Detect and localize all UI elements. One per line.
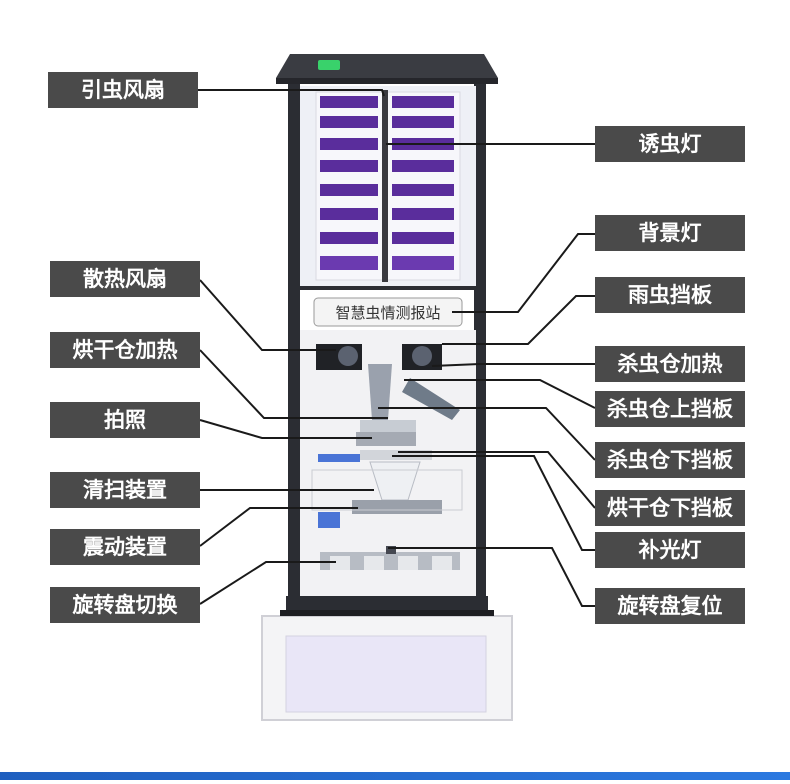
label-kill-chamber-heater: 杀虫仓加热	[595, 346, 745, 382]
base-pedestal	[262, 616, 512, 720]
leader-line-kill-chamber-heater	[432, 364, 595, 366]
lower-chamber	[300, 330, 476, 596]
accent-bar	[0, 772, 790, 780]
label-turntable-reset: 旋转盘复位	[595, 588, 745, 624]
trap-lamp-section	[300, 86, 476, 286]
label-cooling-fan: 散热风扇	[50, 261, 200, 297]
status-led	[318, 60, 340, 70]
kill-chamber-chute	[368, 364, 392, 420]
nameplate: 智慧虫情测报站	[314, 298, 462, 326]
label-cleaning-device: 清扫装置	[50, 472, 200, 508]
lamp-pole	[382, 90, 388, 282]
label-lure-fan: 引虫风扇	[48, 72, 198, 108]
label-trap-lamp: 诱虫灯	[595, 126, 745, 162]
label-fill-light: 补光灯	[595, 532, 745, 568]
roof	[276, 54, 498, 84]
label-camera: 拍照	[50, 402, 200, 438]
label-rain-insect-baffle: 雨虫挡板	[595, 277, 745, 313]
label-kill-chamber-upper-baffle: 杀虫仓上挡板	[595, 391, 745, 427]
label-kill-chamber-lower-baffle: 杀虫仓下挡板	[595, 442, 745, 478]
nameplate-text: 智慧虫情测报站	[335, 304, 440, 322]
label-vibration-device: 震动装置	[50, 529, 200, 565]
label-background-lamp: 背景灯	[595, 215, 745, 251]
label-drying-chamber-lower-baffle: 烘干仓下挡板	[595, 490, 745, 526]
label-turntable-switch: 旋转盘切换	[50, 587, 200, 623]
label-drying-heater: 烘干仓加热	[50, 332, 200, 368]
